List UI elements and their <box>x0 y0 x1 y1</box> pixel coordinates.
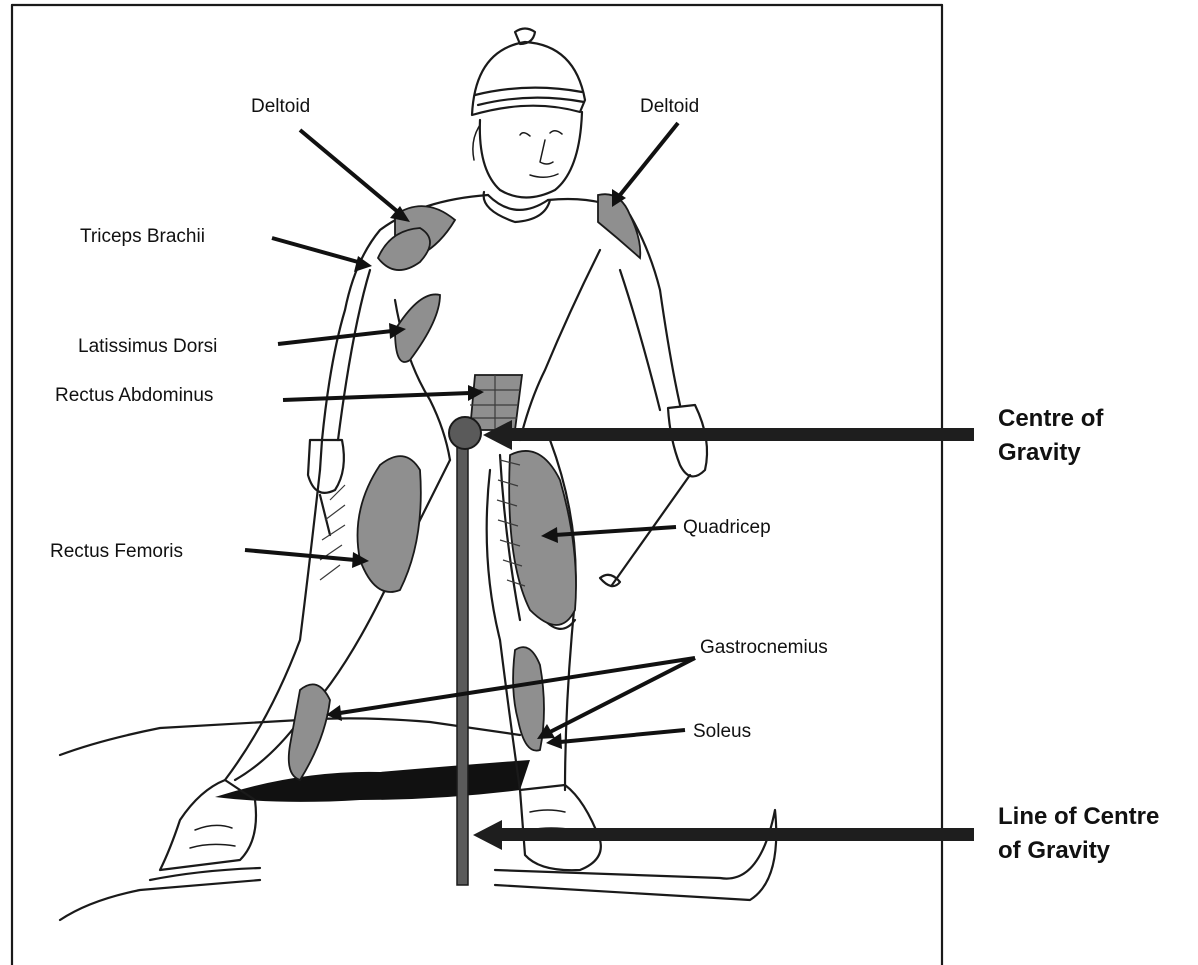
rectus-femoris-muscle <box>358 456 421 592</box>
deltoid-right-muscle <box>598 194 640 258</box>
label-deltoid-right: Deltoid <box>640 96 699 117</box>
label-centre-of-gravity-line2: Gravity <box>998 439 1081 466</box>
label-gastrocnemius: Gastrocnemius <box>700 637 828 658</box>
line-of-gravity-bar <box>457 440 468 885</box>
rectus-femoris-pointer <box>245 550 355 560</box>
label-latissimus: Latissimus Dorsi <box>78 336 217 357</box>
label-deltoid-left: Deltoid <box>251 96 310 117</box>
line-of-gravity-arrow-shaft <box>498 828 974 841</box>
label-soleus: Soleus <box>693 721 751 742</box>
quadricep-muscle <box>509 451 576 625</box>
label-rectus-abdominus: Rectus Abdominus <box>55 385 213 406</box>
triceps-pointer <box>272 238 358 262</box>
deltoid-right-pointer <box>620 123 678 195</box>
centre-of-gravity-dot <box>449 417 481 449</box>
skier-shadow <box>215 760 530 802</box>
label-centre-of-gravity-line1: Centre of <box>998 405 1104 432</box>
rectus-abdominus-muscle <box>470 375 522 430</box>
gravity-marker <box>449 417 481 885</box>
label-triceps: Triceps Brachii <box>80 226 205 247</box>
latissimus-pointer <box>278 331 392 344</box>
label-quadricep: Quadricep <box>683 517 771 538</box>
diagram-frame <box>12 5 942 965</box>
line-of-gravity-arrowhead <box>473 820 502 850</box>
label-line-of-centre-line2: of Gravity <box>998 837 1111 864</box>
label-rectus-femoris: Rectus Femoris <box>50 541 183 562</box>
soleus-pointer <box>560 730 685 742</box>
triceps-muscle <box>378 228 430 270</box>
rectus-abdominus-pointer <box>283 393 470 400</box>
centre-of-gravity-arrow-shaft <box>508 428 974 441</box>
label-line-of-centre-line1: Line of Centre <box>998 803 1159 830</box>
deltoid-left-pointer <box>300 130 398 212</box>
gastrocnemius-left-muscle <box>289 684 330 780</box>
